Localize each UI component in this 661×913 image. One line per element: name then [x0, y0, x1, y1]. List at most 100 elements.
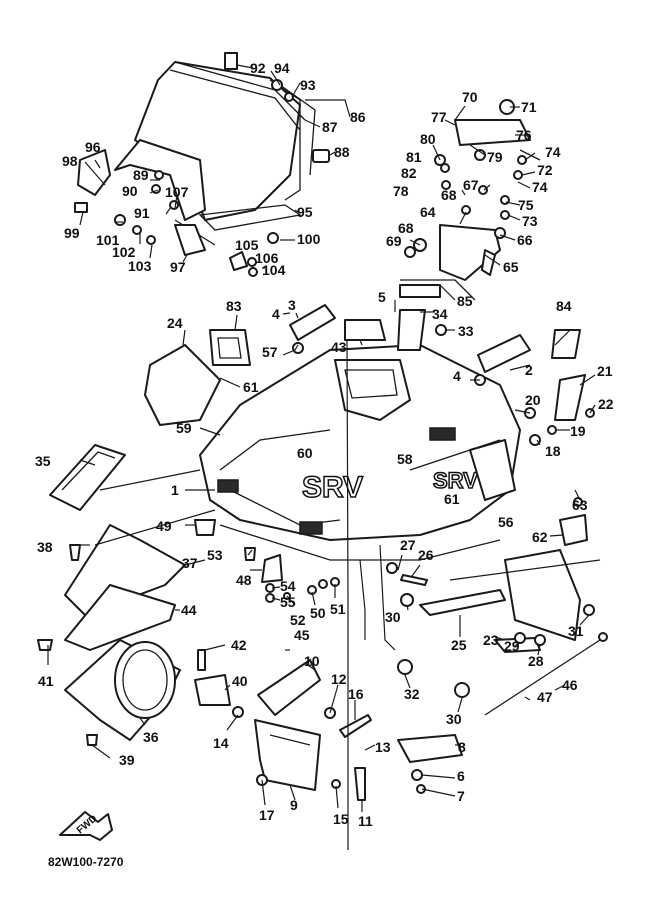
callout-99: 99	[64, 225, 80, 241]
side-panels	[49, 284, 595, 511]
callout-22: 22	[598, 396, 614, 412]
callout-104: 104	[262, 262, 286, 278]
callout-28: 28	[528, 653, 544, 669]
callout-38: 38	[37, 539, 53, 555]
callout-32: 32	[404, 686, 420, 702]
callout-96: 96	[85, 139, 101, 155]
callout-90: 90	[122, 183, 138, 199]
callout-23: 23	[483, 632, 499, 648]
callout-95: 95	[297, 204, 313, 220]
callout-16: 16	[348, 686, 364, 702]
callout-30b: 30	[446, 711, 462, 727]
callout-100: 100	[297, 231, 321, 247]
leader-lines	[47, 64, 601, 850]
callout-55: 55	[280, 594, 296, 610]
callout-21: 21	[597, 363, 613, 379]
callout-57: 57	[262, 344, 278, 360]
callout-85: 85	[457, 293, 473, 309]
callout-50: 50	[310, 605, 326, 621]
right-lower-cover	[386, 497, 608, 794]
callout-48: 48	[236, 572, 252, 588]
callout-86: 86	[350, 109, 366, 125]
callout-92: 92	[250, 60, 266, 76]
callout-70: 70	[462, 89, 478, 105]
callout-79: 79	[487, 149, 503, 165]
callout-11: 11	[358, 813, 373, 829]
callout-44: 44	[181, 602, 197, 618]
callout-26: 26	[418, 547, 434, 563]
callout-105: 105	[235, 237, 259, 253]
callout-93: 93	[300, 77, 316, 93]
callout-103: 103	[128, 258, 152, 274]
callout-18: 18	[545, 443, 561, 459]
callout-82: 82	[401, 165, 417, 181]
callout-74b: 74	[532, 179, 548, 195]
callout-54: 54	[280, 578, 296, 594]
callout-75: 75	[518, 197, 534, 213]
callout-4a: 4	[272, 306, 280, 322]
callout-9: 9	[290, 797, 298, 813]
callout-24: 24	[167, 315, 183, 331]
callout-63: 63	[572, 497, 588, 513]
callout-61a: 61	[243, 379, 259, 395]
callout-45: 45	[294, 627, 310, 643]
callout-80: 80	[420, 131, 436, 147]
callout-46: 46	[562, 677, 578, 693]
callout-77: 77	[431, 109, 447, 125]
callout-6: 6	[457, 768, 465, 784]
callout-5: 5	[378, 289, 386, 305]
callout-2: 2	[525, 362, 533, 378]
callout-27: 27	[400, 537, 416, 553]
instrument-cluster	[400, 99, 541, 301]
callout-25: 25	[451, 637, 467, 653]
callout-66: 66	[517, 232, 533, 248]
callout-97: 97	[170, 259, 186, 275]
callout-17: 17	[259, 807, 275, 823]
callout-51: 51	[330, 601, 346, 617]
fwd-arrow: FWD	[59, 811, 113, 841]
callout-73: 73	[522, 213, 538, 229]
callout-3: 3	[288, 297, 296, 313]
callout-98: 98	[62, 153, 78, 169]
callout-101: 101	[96, 232, 120, 248]
callout-40: 40	[232, 673, 248, 689]
callout-1: 1	[171, 482, 179, 498]
callout-29: 29	[504, 638, 520, 654]
callout-12: 12	[331, 671, 347, 687]
callout-41: 41	[38, 673, 54, 689]
callout-43: 43	[331, 339, 347, 355]
callout-42: 42	[231, 637, 247, 653]
callout-68a: 68	[441, 187, 457, 203]
callout-33: 33	[458, 323, 474, 339]
callout-30a: 30	[385, 609, 401, 625]
callout-4b: 4	[453, 368, 461, 384]
callout-87: 87	[322, 119, 338, 135]
hood-main: SRV SRV	[199, 344, 521, 561]
callout-78: 78	[393, 183, 409, 199]
callout-numbers: 92 94 93 86 87 88 96 98 89 90 107 91 95 …	[35, 60, 614, 829]
callout-58: 58	[397, 451, 413, 467]
callout-71: 71	[521, 99, 537, 115]
callout-7: 7	[457, 788, 465, 804]
callout-53: 53	[207, 547, 223, 563]
callout-74a: 74	[545, 144, 561, 160]
callout-88: 88	[334, 144, 350, 160]
callout-64: 64	[420, 204, 436, 220]
callout-81: 81	[406, 149, 422, 165]
callout-89: 89	[133, 167, 149, 183]
callout-102: 102	[112, 244, 136, 260]
callout-62: 62	[532, 529, 548, 545]
callout-72: 72	[537, 162, 553, 178]
callout-56: 56	[498, 514, 514, 530]
callout-67: 67	[463, 177, 479, 193]
callout-59: 59	[176, 420, 192, 436]
callout-19: 19	[570, 423, 586, 439]
callout-34: 34	[432, 306, 448, 322]
callout-13: 13	[375, 739, 391, 755]
callout-35: 35	[35, 453, 51, 469]
callout-106: 106	[255, 250, 279, 266]
center-lower-brackets	[232, 547, 372, 801]
hood-brand-label-side: SRV	[433, 468, 478, 493]
callout-60: 60	[297, 445, 313, 461]
